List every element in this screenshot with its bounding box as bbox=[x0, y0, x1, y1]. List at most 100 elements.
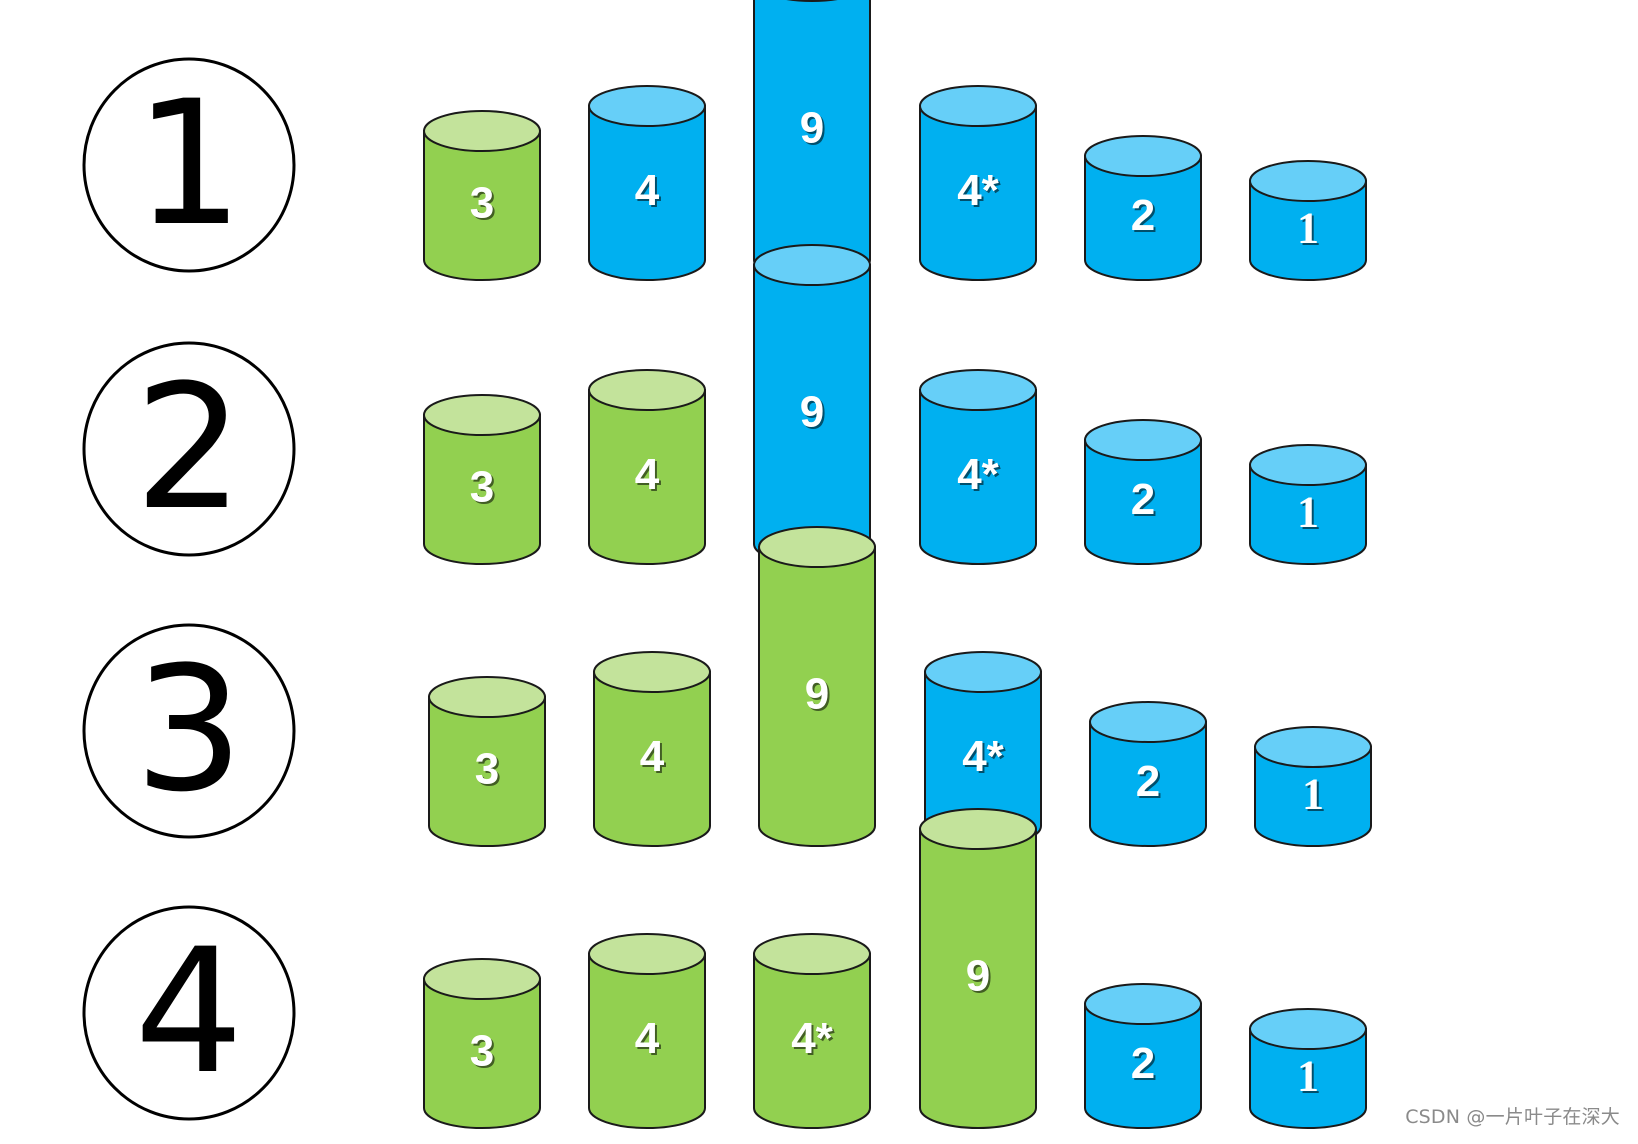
cylinder-label: 4* bbox=[791, 1014, 833, 1063]
cylinder-top bbox=[1084, 983, 1202, 1025]
cylinder-label: 4 bbox=[635, 166, 660, 215]
cylinder-body bbox=[588, 389, 706, 565]
cylinder-body bbox=[1254, 746, 1372, 847]
cylinder-top bbox=[919, 85, 1037, 127]
cylinder-label-shadow: 2 bbox=[1133, 193, 1157, 242]
cylinder-top bbox=[753, 244, 871, 286]
cylinder-unsorted: 11 bbox=[1249, 160, 1367, 281]
cylinder-body bbox=[423, 414, 541, 565]
cylinder-top bbox=[423, 394, 541, 436]
cylinder-body bbox=[1084, 155, 1202, 281]
cylinder-top bbox=[786, 0, 838, 2]
cylinder-body bbox=[423, 978, 541, 1129]
cylinder-label-shadow: 2 bbox=[1133, 1041, 1157, 1090]
step-marker: 4 bbox=[82, 905, 296, 1121]
cylinder-label: 9 bbox=[800, 104, 824, 153]
cylinder-label: 4* bbox=[957, 450, 999, 499]
cylinder-top bbox=[758, 526, 876, 568]
cylinder-unsorted: 99 bbox=[753, 244, 871, 565]
cylinder-label: 2 bbox=[1131, 191, 1155, 240]
cylinder-sorted: 33 bbox=[423, 394, 541, 565]
step-marker-number: 2 bbox=[134, 347, 243, 548]
cylinder-label-shadow: 1 bbox=[1304, 772, 1326, 821]
cylinder-top bbox=[588, 933, 706, 975]
cylinder-unsorted: 11 bbox=[1249, 1008, 1367, 1129]
cylinder-label: 4* bbox=[962, 732, 1004, 781]
cylinder-top bbox=[753, 933, 871, 975]
cylinder-label-shadow: 3 bbox=[477, 747, 501, 796]
cylinder-unsorted: 4*4* bbox=[919, 369, 1037, 565]
cylinder-unsorted: 22 bbox=[1084, 419, 1202, 565]
step-marker-number: 1 bbox=[134, 63, 243, 264]
cylinder-top bbox=[1084, 419, 1202, 461]
cylinder-body bbox=[428, 696, 546, 847]
cylinder-label-shadow: 9 bbox=[968, 954, 992, 1003]
cylinder-label-shadow: 3 bbox=[472, 465, 496, 514]
cylinder-top bbox=[924, 651, 1042, 693]
cylinder-top bbox=[1249, 160, 1367, 202]
cylinder-label: 2 bbox=[1131, 475, 1155, 524]
cylinder-top bbox=[428, 676, 546, 718]
cylinder-label-shadow: 4* bbox=[793, 1016, 835, 1065]
cylinder-label: 1 bbox=[1297, 1052, 1319, 1101]
cylinder-body bbox=[1249, 464, 1367, 565]
cylinder-unsorted: 11 bbox=[1254, 726, 1372, 847]
cylinder-top bbox=[593, 651, 711, 693]
cylinder-label-shadow: 4 bbox=[637, 452, 662, 501]
cylinder-label-shadow: 3 bbox=[472, 1029, 496, 1078]
cylinder-top bbox=[423, 110, 541, 152]
cylinder-label: 3 bbox=[470, 1027, 494, 1076]
cylinder-unsorted: 11 bbox=[1249, 444, 1367, 565]
cylinder-sorted: 33 bbox=[423, 958, 541, 1129]
cylinder-label-shadow: 9 bbox=[802, 390, 826, 439]
cylinder-sorted: 33 bbox=[428, 676, 546, 847]
cylinder-label: 9 bbox=[800, 388, 824, 437]
cylinder-top bbox=[423, 958, 541, 1000]
step-marker: 1 bbox=[82, 57, 296, 273]
cylinder-body bbox=[1249, 180, 1367, 281]
cylinder-sorted: 99 bbox=[919, 808, 1037, 1129]
cylinder-label: 4* bbox=[957, 166, 999, 215]
cylinder-label: 4 bbox=[635, 1014, 660, 1063]
cylinder-label-shadow: 2 bbox=[1133, 477, 1157, 526]
cylinder-top bbox=[919, 369, 1037, 411]
cylinder-unsorted: 44 bbox=[588, 85, 706, 281]
cylinder-body bbox=[588, 953, 706, 1129]
cylinder-label-shadow: 1 bbox=[1299, 1054, 1321, 1103]
cylinder-top bbox=[1254, 726, 1372, 768]
cylinder-label-shadow: 3 bbox=[472, 181, 496, 230]
cylinder-label: 1 bbox=[1297, 204, 1319, 253]
cylinder-label: 9 bbox=[805, 670, 829, 719]
cylinder-label: 1 bbox=[1302, 770, 1324, 819]
cylinder-body bbox=[1089, 721, 1207, 847]
cylinder-top bbox=[1089, 701, 1207, 743]
cylinder-label-shadow: 4* bbox=[959, 452, 1001, 501]
cylinder-label: 4 bbox=[635, 450, 660, 499]
step-marker-circle bbox=[82, 341, 296, 557]
cylinder-label: 2 bbox=[1136, 757, 1160, 806]
cylinder-label: 3 bbox=[475, 745, 499, 794]
cylinder-label-shadow: 9 bbox=[807, 672, 831, 721]
cylinder-sorted: 33 bbox=[423, 110, 541, 281]
cylinder-top bbox=[588, 369, 706, 411]
watermark-text: CSDN @一片叶子在深大 bbox=[1405, 1106, 1620, 1128]
cylinder-label-shadow: 4 bbox=[637, 168, 662, 217]
cylinder-label: 1 bbox=[1297, 488, 1319, 537]
cylinder-body bbox=[423, 130, 541, 281]
cylinder-label-shadow: 4* bbox=[959, 168, 1001, 217]
cylinder-sorted: 44 bbox=[593, 651, 711, 847]
cylinder-label-shadow: 4 bbox=[637, 1016, 662, 1065]
step-marker: 3 bbox=[82, 623, 296, 839]
cylinder-body bbox=[1084, 1003, 1202, 1129]
cylinder-label-shadow: 1 bbox=[1299, 490, 1321, 539]
cylinder-label-shadow: 2 bbox=[1138, 759, 1162, 808]
cylinder-unsorted: 99 bbox=[753, 0, 871, 281]
cylinder-label-shadow: 4 bbox=[642, 734, 667, 783]
cylinder-label: 2 bbox=[1131, 1039, 1155, 1088]
cylinder-unsorted: 22 bbox=[1084, 135, 1202, 281]
